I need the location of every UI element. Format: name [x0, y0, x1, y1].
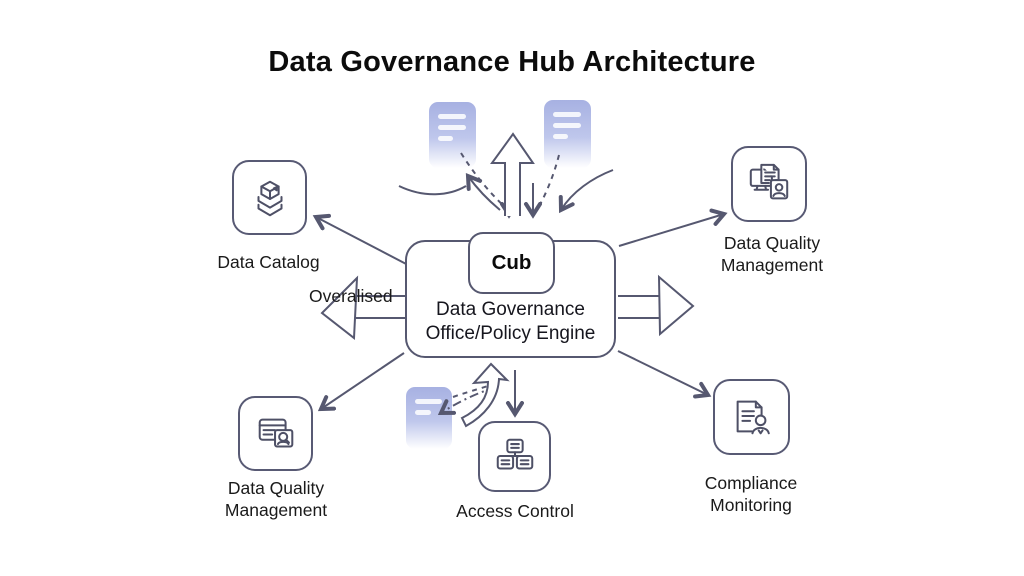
document-line: [415, 399, 442, 404]
curved-block-up-arrow: [460, 362, 510, 428]
left-flow-label: Overalised: [309, 286, 393, 306]
document-icon: [406, 387, 452, 449]
grouped-cards-icon: [496, 438, 533, 470]
document-user-icon: [736, 400, 770, 435]
curve-flow-right: [558, 169, 614, 214]
left-block-arrow-head: [320, 275, 359, 340]
curved-arrow-up-left: [465, 172, 501, 211]
right-block-arrow-tail: [618, 295, 659, 319]
document-line: [438, 125, 466, 130]
node-compliance-monitoring: [713, 379, 790, 455]
label-access-control: Access Control: [456, 501, 574, 521]
document-line: [553, 123, 581, 128]
arrow-to-data-catalog: [312, 213, 411, 267]
label-data-quality-bottom: Data Quality Management: [224, 478, 328, 520]
node-data-quality-bottom: [238, 396, 313, 471]
document-icon: [429, 102, 476, 168]
document-line: [438, 136, 453, 141]
dashed-flow-left: [460, 152, 509, 211]
document-icon: [544, 100, 591, 168]
node-access-control: [478, 421, 551, 492]
left-block-arrow-tail: [356, 295, 406, 319]
document-line: [553, 112, 581, 117]
card-user-search-icon: [258, 418, 293, 447]
label-data-quality-top: Data Quality Management: [720, 233, 824, 275]
document-line: [438, 114, 466, 119]
arrow-to-data-quality-top: [618, 208, 728, 247]
node-data-catalog: [232, 160, 307, 235]
right-block-arrow-head: [657, 274, 695, 337]
monitor-document-user-icon: [749, 163, 789, 200]
node-data-quality-top: [731, 146, 807, 222]
dashed-flow-right: [536, 154, 560, 211]
hub-tab: Cub: [468, 232, 555, 294]
arrow-to-data-quality-bottom: [317, 352, 405, 412]
hub-name: Data Governance Office/Policy Engine: [425, 299, 596, 344]
label-data-catalog: Data Catalog: [217, 252, 320, 272]
layered-cube-icon: [256, 180, 283, 216]
block-up-arrow: [490, 132, 535, 216]
arrow-to-compliance: [617, 350, 712, 399]
document-line: [415, 410, 431, 415]
curve-flow-left: [398, 185, 467, 196]
page-title: Data Governance Hub Architecture: [268, 46, 756, 78]
document-line: [553, 134, 568, 139]
label-compliance-monitoring: Compliance Monitoring: [704, 473, 798, 515]
